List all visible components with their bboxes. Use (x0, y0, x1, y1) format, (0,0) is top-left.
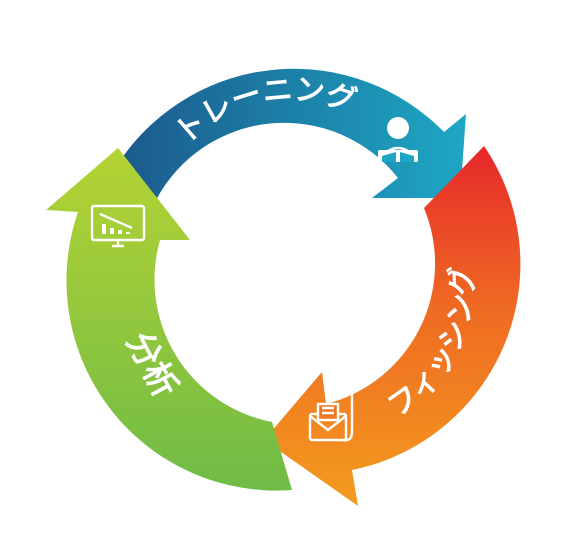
phishing-hook-email-icon (308, 387, 357, 442)
training-segment (122, 68, 466, 200)
trainer-with-book-icon (378, 117, 418, 162)
analysis-segment (46, 148, 292, 491)
monitor-chart-icon (90, 204, 146, 248)
phishing-segment (264, 146, 521, 506)
